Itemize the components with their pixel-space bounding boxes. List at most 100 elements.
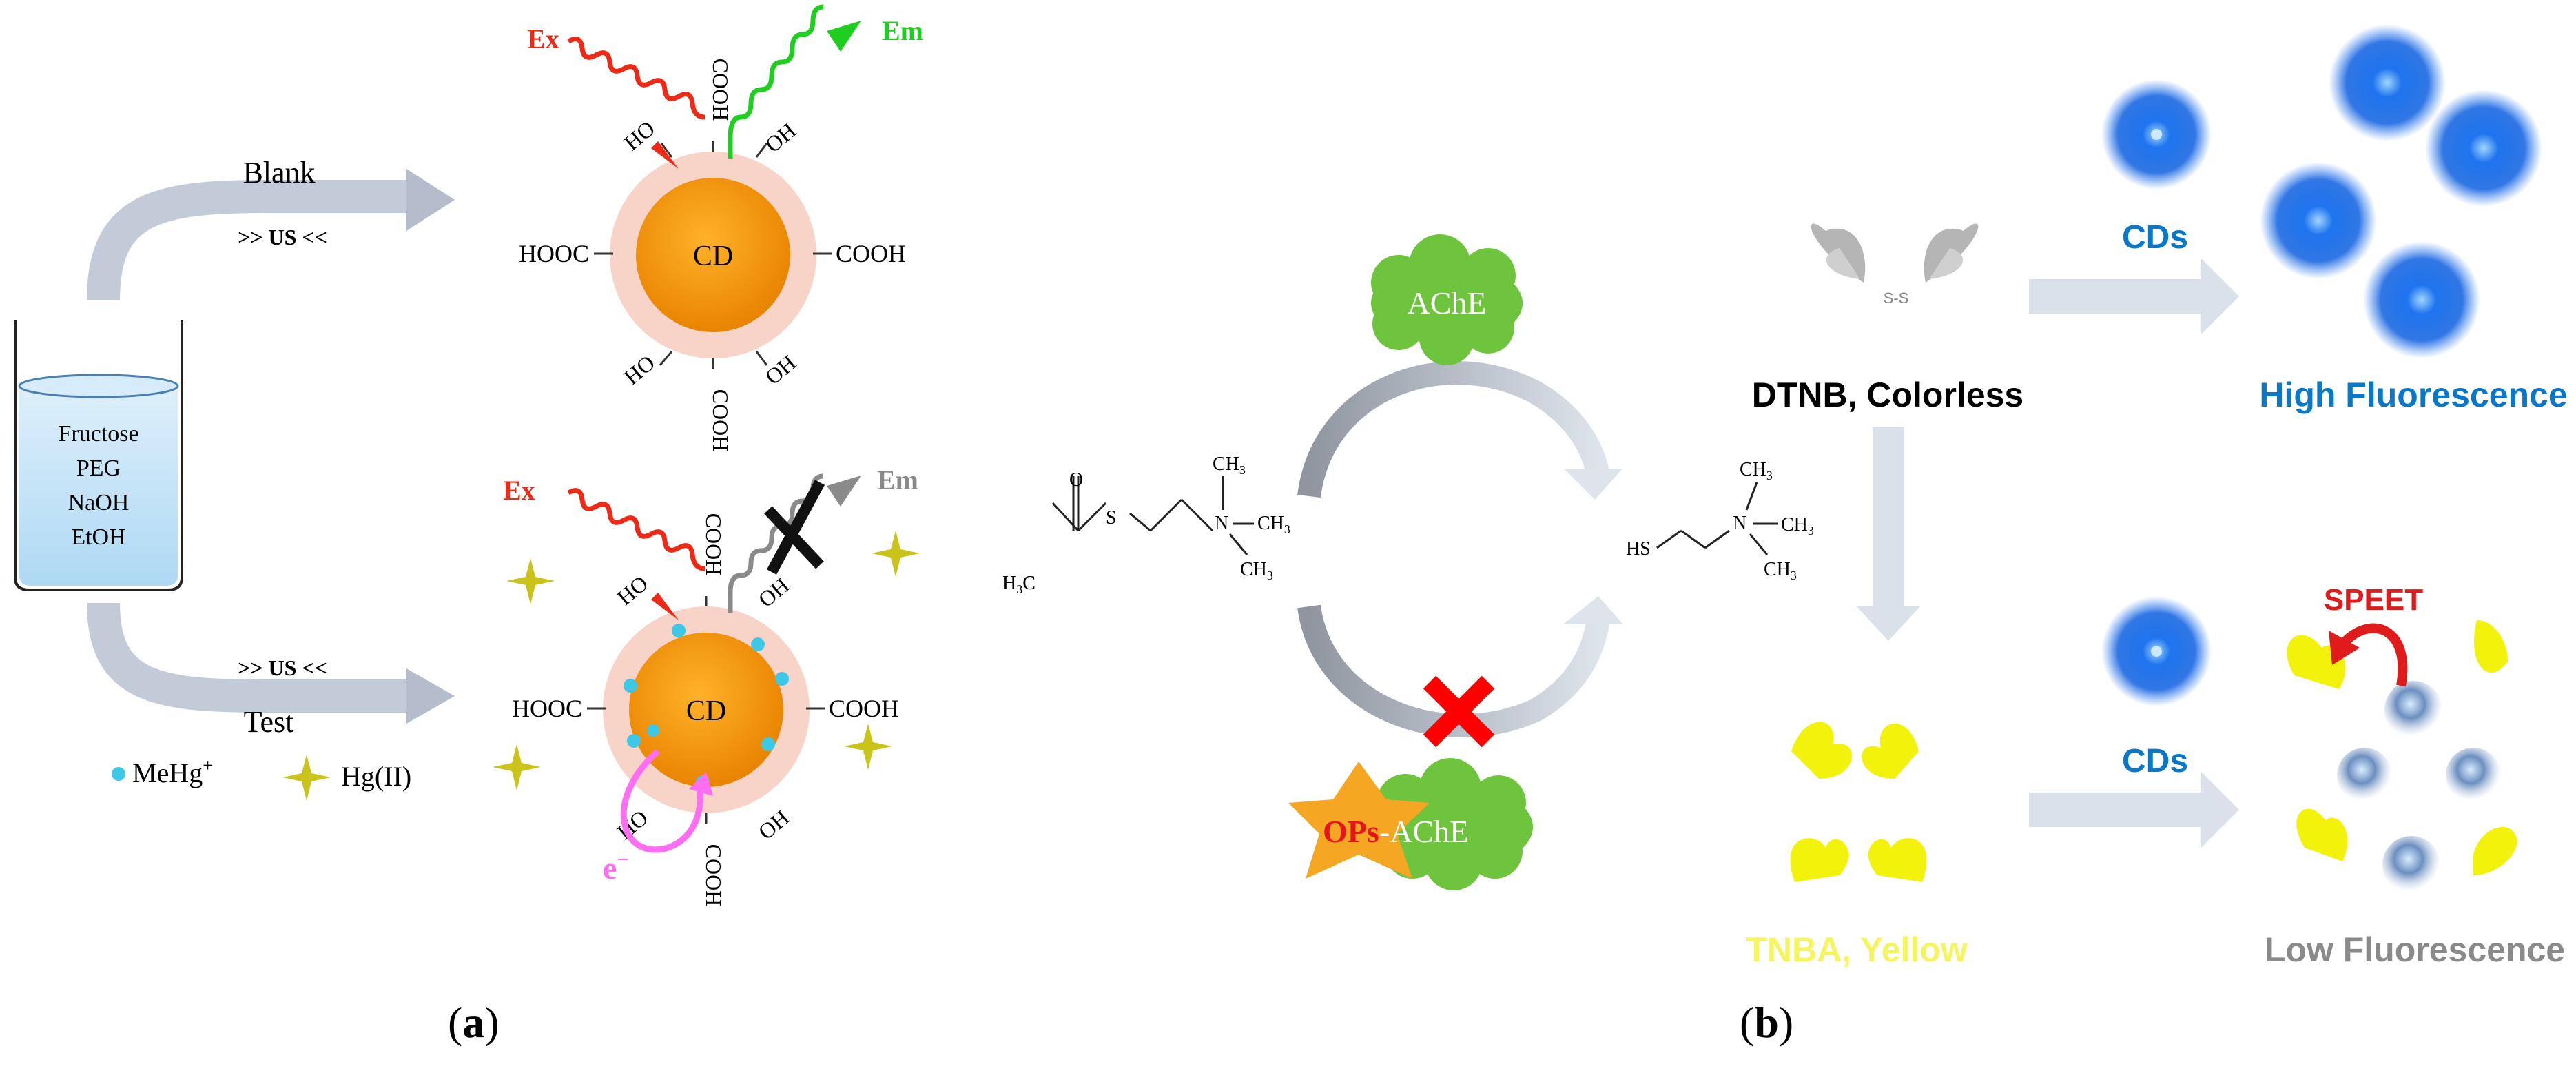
ops-ache-label: OPs-AChE: [1323, 814, 1469, 849]
cooh-test-bottom: COOH: [701, 844, 726, 907]
mol-ch3b: CH3: [1781, 514, 1814, 538]
em-label-bottom: Em: [877, 464, 918, 495]
beaker: Fructose PEG NaOH EtOH: [14, 320, 183, 591]
cd-label-bottom: CD: [686, 695, 726, 727]
blank-arrow: [87, 169, 455, 300]
cooh-test-top: COOH: [701, 513, 726, 576]
cooh-right: COOH: [836, 240, 906, 267]
speet-arrow: [2338, 623, 2408, 687]
cds-top-label: CDs: [2122, 219, 2188, 256]
low-fluorescence-cluster: [2287, 620, 2517, 894]
tnba-molecule-cluster: [1790, 722, 1927, 882]
low-fluorescence-label: Low Fluorescence: [2265, 930, 2565, 969]
high-fluorescence-cluster: [2260, 24, 2542, 358]
mol-o: O: [1069, 469, 1083, 491]
cd-particle-test: CD HO OH HOOC COOH HO OH COOH COOH: [512, 513, 899, 907]
cds-glow-single-bottom: [2101, 596, 2212, 706]
mol-n-right: N: [1733, 513, 1746, 534]
inhibition-cross: [1423, 675, 1495, 748]
mol-s: S: [1106, 507, 1117, 529]
oh-bottom-right: OH: [761, 350, 801, 389]
ho-test-top-left: HO: [612, 571, 653, 610]
mol-ch3a: CH3: [1740, 459, 1773, 482]
ops-star: [1288, 762, 1430, 879]
mol-ch3c: CH3: [1764, 559, 1797, 582]
hooc-left: HOOC: [519, 240, 589, 267]
ache-label: AChE: [1408, 285, 1487, 320]
beaker-line-1: Fructose: [58, 421, 138, 447]
cds-glow-single-top: [2101, 79, 2212, 190]
quench-cross: [764, 480, 825, 575]
hooc-test-left: HOOC: [512, 695, 582, 722]
hg-star: [872, 531, 920, 577]
em-wave-top: [728, 4, 861, 159]
right-arrow-bottom: [2029, 772, 2239, 848]
oh-top-right: OH: [761, 118, 801, 157]
caption-a: (a): [448, 998, 499, 1047]
acetylthiocholine-molecule: [1051, 476, 1254, 555]
thiocholine-molecule: [1656, 482, 1778, 555]
mehg-dot: [624, 679, 637, 693]
test-arrow: [87, 602, 455, 724]
mehg-dot: [751, 637, 765, 651]
ex-label-top: Ex: [527, 23, 559, 54]
dtnb-molecule-icon: S-S: [1811, 223, 1979, 307]
arc-upper: [1297, 361, 1610, 498]
ex-label-bottom: Ex: [503, 475, 535, 506]
mehg-dot: [647, 724, 659, 737]
us-top-label: >> US <<: [238, 225, 327, 249]
mol-ch3-top: CH3: [1213, 453, 1246, 477]
speet-label: SPEET: [2324, 583, 2423, 617]
mehg-legend-dot: [112, 767, 125, 781]
beaker-line-3: NaOH: [68, 490, 130, 515]
panel-a: Fructose PEG NaOH EtOH Blank >> US << >>…: [14, 4, 923, 1047]
mol-ch3-right: CH3: [1257, 513, 1290, 536]
panel-b: H3C O S N CH3 CH3 CH3 AChE: [1002, 24, 2568, 1047]
us-bottom-label: >> US <<: [238, 655, 327, 680]
dtnb-label: DTNB, Colorless: [1752, 376, 2024, 414]
high-fluorescence-label: High Fluorescence: [2259, 376, 2567, 414]
oh-test-top-right: OH: [754, 573, 794, 612]
ache-cloud: AChE: [1371, 234, 1523, 365]
caption-b: (b): [1740, 998, 1793, 1047]
ops-ache-complex: OPs-AChE: [1288, 758, 1533, 890]
mol-n: N: [1215, 513, 1228, 534]
electron-transfer-arrow: [620, 748, 713, 853]
test-label: Test: [244, 705, 294, 739]
hg-star: [506, 558, 555, 604]
beaker-line-2: PEG: [76, 456, 121, 481]
electron-label: e−: [603, 848, 629, 886]
mehg-dot: [761, 737, 775, 751]
down-arrow: [1857, 427, 1920, 641]
disulfide-label: S-S: [1884, 289, 1909, 307]
mol-ch3-bottom: CH3: [1240, 559, 1273, 582]
speet-arrow-head: [2329, 631, 2360, 665]
ex-wave-top: [567, 37, 705, 169]
mehg-legend-label: MeHg+: [132, 755, 213, 788]
mehg-dot: [627, 734, 641, 748]
mol-h3c: H3C: [1002, 573, 1035, 596]
cd-label-top: CD: [693, 241, 733, 272]
mehg-dot: [672, 624, 686, 637]
arc-lower: [1297, 604, 1610, 737]
tnba-label: TNBA, Yellow: [1746, 930, 1967, 969]
cd-particle-blank: CD HO OH HOOC COOH HO OH COOH COOH: [519, 59, 906, 452]
oh-test-bottom-right: OH: [754, 805, 794, 844]
right-arrow-top: [2029, 258, 2239, 334]
mol-hs: HS: [1626, 538, 1651, 560]
em-label-top: Em: [882, 15, 923, 46]
mehg-dot: [775, 672, 789, 686]
hg-legend-label: Hg(II): [341, 761, 411, 792]
ex-wave-bottom: [567, 488, 705, 620]
arc-lower-head: [1564, 596, 1622, 624]
blank-label: Blank: [243, 156, 315, 190]
cooh-test-right: COOH: [829, 695, 899, 722]
cooh-top: COOH: [708, 59, 733, 121]
cds-bottom-label: CDs: [2122, 743, 2188, 779]
hg-star: [844, 724, 892, 770]
hg-star: [493, 744, 541, 790]
arc-upper-head: [1564, 469, 1622, 500]
ho-bottom-left: HO: [619, 350, 660, 389]
hg-legend-star: [282, 755, 331, 801]
beaker-line-4: EtOH: [71, 524, 125, 550]
